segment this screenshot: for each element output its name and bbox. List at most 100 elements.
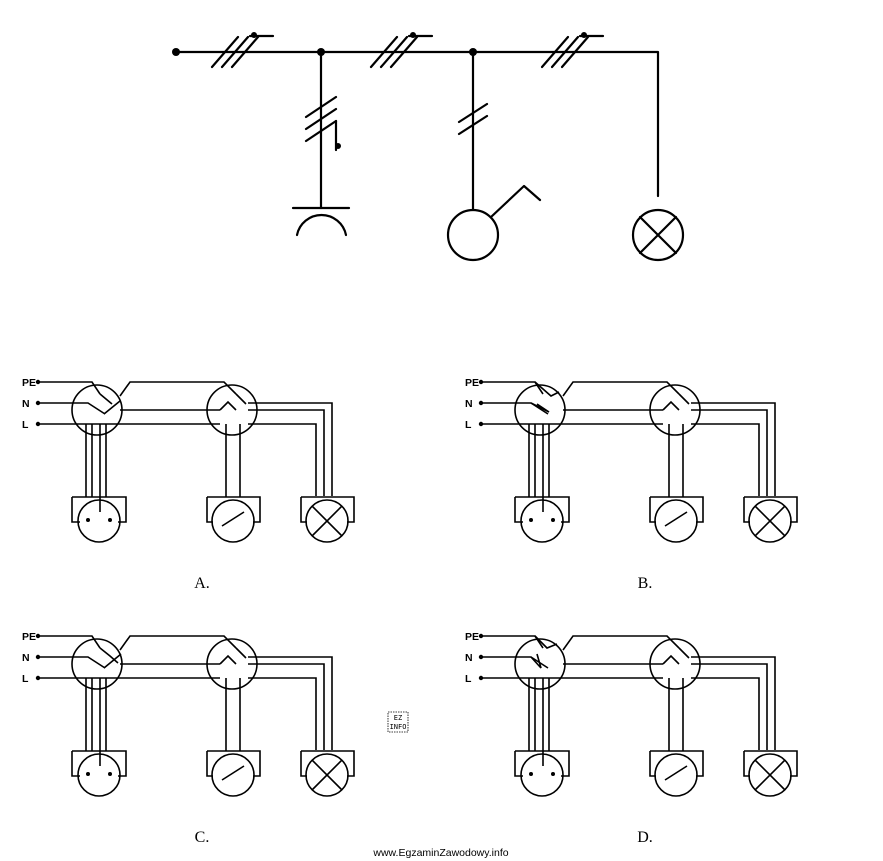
bus-triple-hash-2 — [369, 32, 434, 69]
socket-symbol — [77, 753, 121, 797]
switch-lever — [221, 765, 245, 781]
pe-bus-wire — [119, 381, 237, 397]
pe-feed-wire — [481, 381, 544, 395]
switch-lever — [664, 765, 688, 781]
lamp-box — [300, 496, 355, 523]
socket-drop-wires — [85, 424, 107, 512]
switch-box — [649, 750, 704, 777]
junction-box-1 — [71, 638, 123, 690]
socket-branch-hash — [304, 95, 341, 152]
junction-2-internal-wiring — [662, 393, 690, 411]
lamp-n-wire — [691, 663, 768, 750]
socket-drop-wires — [85, 678, 107, 766]
bus-triple-hash-3 — [540, 32, 605, 69]
svg-text:INFO: INFO — [390, 723, 407, 731]
terminal-label-pe: PE — [22, 377, 36, 389]
switch-branch-hash — [457, 102, 489, 136]
switch-lever — [221, 511, 245, 527]
junction-1-internal-wiring — [99, 393, 121, 415]
lamp-symbol — [631, 208, 685, 262]
n-feed-wire — [38, 402, 106, 415]
ez-info-logo: EZ INFO — [387, 711, 409, 733]
bus-triple-hash-1 — [210, 32, 275, 69]
lamp-cross — [754, 759, 786, 791]
junction-2-internal-wiring — [219, 647, 247, 665]
svg-text:EZ: EZ — [394, 714, 402, 722]
lamp-box — [300, 750, 355, 777]
pe-bus-wire — [119, 635, 237, 651]
lamp-pe-wire — [248, 402, 333, 496]
socket-symbol — [291, 206, 351, 237]
socket-contact-right — [551, 518, 555, 522]
lamp-cross — [311, 759, 343, 791]
lamp-symbol — [305, 499, 349, 543]
junction-2-internal-wiring — [662, 647, 690, 665]
junction-1-internal-wiring — [530, 381, 560, 413]
junction-1-internal-wiring — [530, 635, 558, 669]
n-feed-wire — [38, 656, 106, 669]
lamp-pe-wire — [691, 402, 776, 496]
socket-contact-left — [86, 518, 90, 522]
terminal-label-l: L — [465, 419, 472, 431]
socket-contact-right — [108, 518, 112, 522]
switch-lever — [664, 511, 688, 527]
switch-symbol — [446, 184, 542, 262]
switch-drop-wires — [225, 678, 241, 751]
terminal-label-n: N — [22, 398, 30, 410]
pe-feed-wire — [38, 635, 101, 649]
switch-symbol — [211, 753, 255, 797]
lamp-n-wire — [691, 409, 768, 496]
junction-1-internal-wiring — [99, 647, 122, 669]
lamp-box — [743, 496, 798, 523]
terminal-label-n: N — [465, 652, 473, 664]
switch-drop-wires — [668, 678, 684, 751]
switch-drop-wires — [225, 424, 241, 497]
option-a-diagram[interactable]: PE NL A. — [22, 377, 355, 592]
lamp-box — [743, 750, 798, 777]
switch-box — [206, 496, 261, 523]
option-label-d[interactable]: D. — [637, 829, 653, 846]
switch-symbol — [211, 499, 255, 543]
main-bus-line — [174, 50, 660, 198]
pe-feed-wire — [481, 635, 544, 649]
socket-drop-wires — [528, 424, 550, 512]
lamp-l-wire — [248, 677, 317, 750]
socket-symbol — [520, 753, 564, 797]
lamp-symbol — [305, 753, 349, 797]
option-label-b[interactable]: B. — [638, 575, 653, 592]
switch-symbol — [654, 753, 698, 797]
terminal-label-n: N — [465, 398, 473, 410]
lamp-symbol — [748, 753, 792, 797]
lamp-l-wire — [691, 677, 760, 750]
option-label-a[interactable]: A. — [194, 575, 210, 592]
terminal-label-l: L — [22, 673, 29, 685]
pe-bus-wire — [562, 381, 680, 397]
lamp-l-wire — [691, 423, 760, 496]
socket-contact-left — [529, 772, 533, 776]
single-line-schematic — [172, 32, 685, 262]
pe-bus-wire — [562, 635, 680, 651]
terminal-label-l: L — [465, 673, 472, 685]
socket-symbol — [520, 499, 564, 543]
socket-contact-right — [551, 772, 555, 776]
lamp-cross — [754, 505, 786, 537]
switch-drop-wires — [668, 424, 684, 497]
terminal-label-l: L — [22, 419, 29, 431]
lamp-symbol — [748, 499, 792, 543]
lamp-pe-wire — [691, 656, 776, 750]
socket-contact-right — [108, 772, 112, 776]
lamp-n-wire — [248, 409, 325, 496]
lamp-cross — [311, 505, 343, 537]
watermark-text: www.EgzaminZawodowy.info — [372, 847, 508, 859]
switch-box — [649, 496, 704, 523]
junction-2-internal-wiring — [219, 393, 247, 411]
lamp-pe-wire — [248, 656, 333, 750]
option-label-c[interactable]: C. — [195, 829, 210, 846]
junction-box-1 — [71, 384, 123, 436]
switch-box — [206, 750, 261, 777]
